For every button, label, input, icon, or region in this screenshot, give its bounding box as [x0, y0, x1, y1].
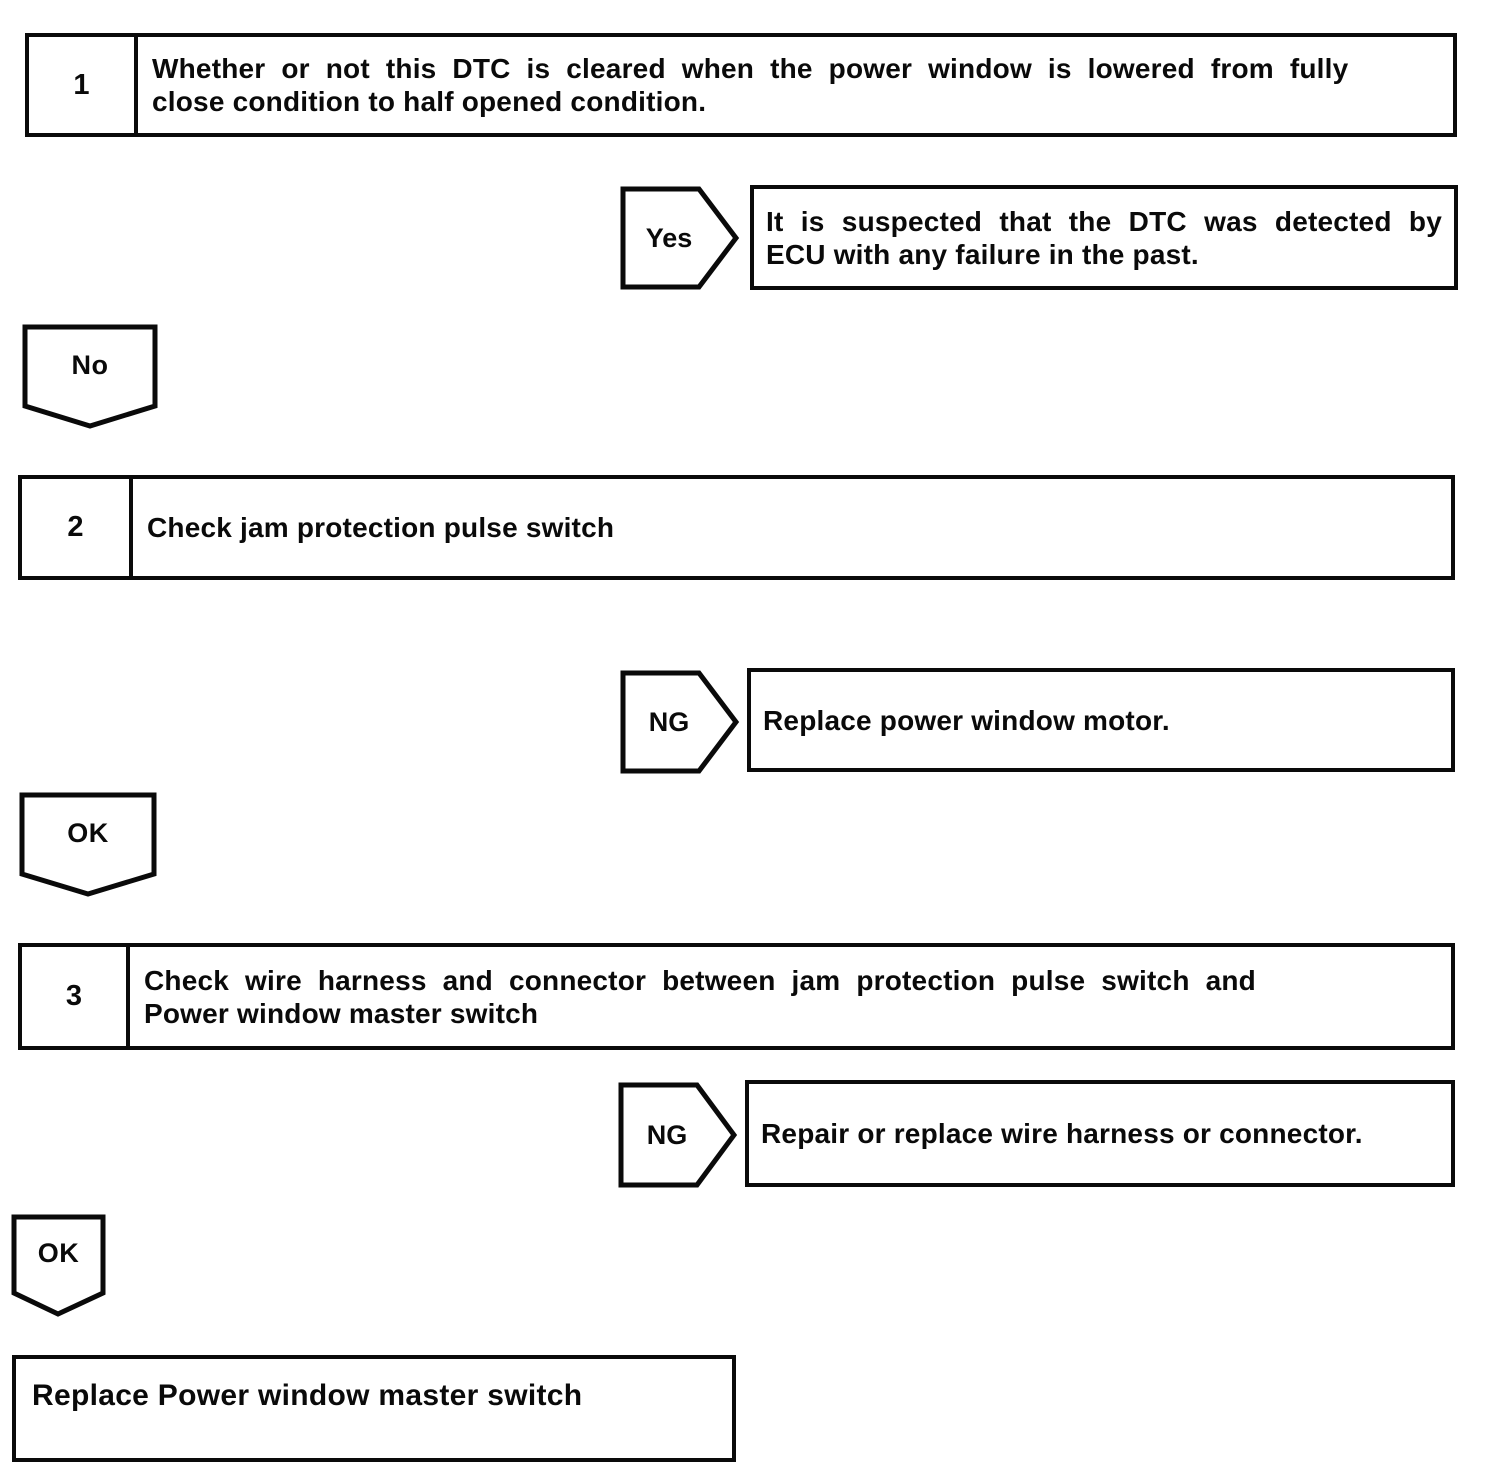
down-arrow-icon: [19, 792, 157, 897]
step-3-text: Check wire harness and connector between…: [130, 947, 1451, 1046]
step-3-box: 3 Check wire harness and connector betwe…: [18, 943, 1455, 1050]
yes-result-line: ECU with any failure in the past.: [766, 238, 1199, 270]
right-arrow-icon: [618, 1082, 738, 1188]
step-3-number: 3: [22, 947, 130, 1046]
ok-connector-pentagon-1: OK: [19, 792, 157, 898]
step-1-number: 1: [29, 37, 138, 133]
step-2-text: Check jam protection pulse switch: [133, 479, 1451, 576]
yes-arrow-pentagon: Yes: [620, 186, 740, 290]
step-1-text-line: close condition to half opened condition…: [152, 86, 707, 117]
step-1-box: 1 Whether or not this DTC is cleared whe…: [25, 33, 1457, 137]
ng-label: NG: [646, 1119, 688, 1150]
no-connector-pentagon: No: [22, 324, 158, 430]
ok-label: OK: [37, 1238, 80, 1268]
step-1-text: Whether or not this DTC is cleared when …: [138, 37, 1453, 133]
step-2-box: 2 Check jam protection pulse switch: [18, 475, 1455, 580]
right-arrow-icon: [620, 186, 740, 290]
right-arrow-icon: [620, 670, 740, 774]
down-arrow-icon: [11, 1214, 106, 1317]
step-1-text-line: Whether or not this DTC is cleared when …: [152, 53, 1349, 84]
ng-arrow-pentagon-1: NG: [620, 670, 740, 774]
yes-result-box: It is suspected that the DTC was detecte…: [750, 185, 1458, 290]
down-arrow-icon: [22, 324, 158, 429]
step-3-text-line: Check wire harness and connector between…: [144, 964, 1256, 996]
terminal-action-box: Replace Power window master switch: [12, 1355, 736, 1462]
ok-label: OK: [67, 817, 109, 848]
ng-result-line: Repair or replace wire harness or connec…: [761, 1118, 1363, 1149]
yes-label: Yes: [645, 222, 693, 253]
ng-result-line: Replace power window motor.: [763, 704, 1170, 736]
ng-arrow-pentagon-2: NG: [618, 1082, 738, 1188]
step-2-text-line: Check jam protection pulse switch: [147, 512, 615, 543]
ng-result-box-2: Repair or replace wire harness or connec…: [745, 1080, 1455, 1187]
ng-label: NG: [648, 706, 690, 737]
step-2-number: 2: [22, 479, 133, 576]
no-label: No: [71, 349, 109, 380]
terminal-action-text: Replace Power window master switch: [32, 1378, 583, 1412]
yes-result-line: It is suspected that the DTC was detecte…: [766, 205, 1442, 237]
ok-connector-pentagon-2: OK: [11, 1214, 106, 1318]
step-3-text-line: Power window master switch: [144, 997, 539, 1029]
ng-result-box-1: Replace power window motor.: [747, 668, 1455, 772]
